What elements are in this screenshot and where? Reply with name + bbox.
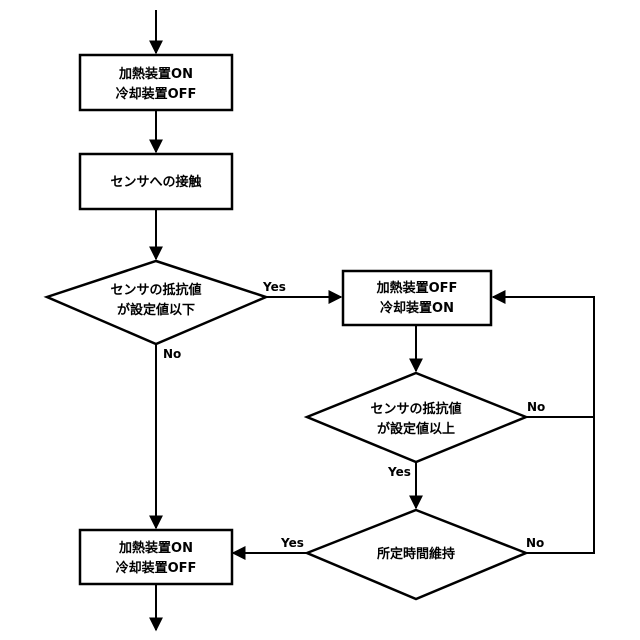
process-heat-on-top-line2: 冷却装置OFF xyxy=(116,86,197,102)
process-heat-off xyxy=(343,271,491,325)
decision-resistance-high xyxy=(307,373,526,462)
process-heat-off-line1: 加熱装置OFF xyxy=(376,280,458,296)
arrow-high-no-loop xyxy=(493,297,594,417)
process-heat-off-line2: 冷却装置ON xyxy=(380,300,454,316)
edge-label-high-yes: Yes xyxy=(387,465,411,479)
edge-label-hold-yes: Yes xyxy=(280,536,304,550)
edge-label-high-no: No xyxy=(527,400,545,414)
arrow-hold-no-loop xyxy=(526,417,594,553)
edge-label-low-no: No xyxy=(163,347,181,361)
decision-resistance-high-line2: が設定値以上 xyxy=(377,421,455,437)
decision-resistance-low-line1: センサの抵抗値 xyxy=(110,282,201,298)
decision-resistance-high-line1: センサの抵抗値 xyxy=(370,401,461,417)
process-sensor-contact-label: センサへの接触 xyxy=(110,174,201,190)
process-heat-on-top-line1: 加熱装置ON xyxy=(118,66,193,82)
process-heat-on-bottom-line1: 加熱装置ON xyxy=(118,540,193,556)
edge-label-hold-no: No xyxy=(526,536,544,550)
process-heat-on-bottom-line2: 冷却装置OFF xyxy=(116,560,197,576)
decision-resistance-low-line2: が設定値以下 xyxy=(117,302,195,318)
edge-label-low-yes: Yes xyxy=(262,280,286,294)
decision-hold-time-label: 所定時間維持 xyxy=(377,546,455,562)
